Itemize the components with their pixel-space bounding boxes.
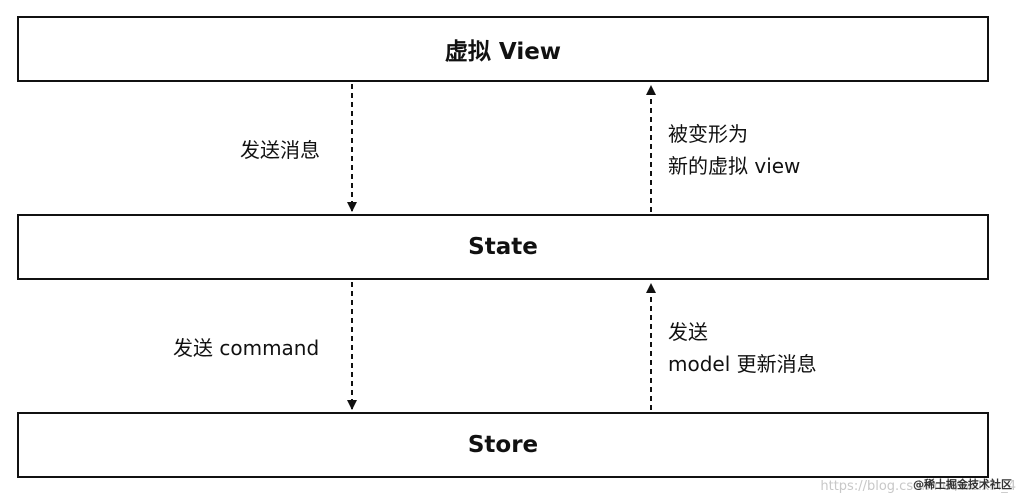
virtual-view-label: 虚拟 View — [444, 39, 562, 65]
label-transformed-line1: 被变形为 — [668, 122, 748, 146]
label-model-update-line2: model 更新消息 — [668, 352, 817, 376]
label-model-update-message: 发送 model 更新消息 — [668, 316, 817, 380]
label-send-message: 发送消息 — [240, 138, 320, 162]
virtual-view-box: 虚拟 View — [17, 16, 989, 82]
label-transformed-to-new-view: 被变形为 新的虚拟 view — [668, 118, 800, 182]
label-transformed-line2: 新的虚拟 view — [668, 154, 801, 178]
watermark-brand: @稀土掘金技术社区 — [913, 478, 1012, 491]
label-model-update-line1: 发送 — [668, 320, 708, 344]
state-label: State — [468, 234, 538, 260]
label-send-command: 发送 command — [173, 336, 320, 360]
state-box: State — [17, 214, 989, 280]
store-label: Store — [467, 432, 539, 458]
watermark-url: https://blog.csdn.net/weixin_4 — [820, 479, 1016, 494]
store-box: Store — [17, 412, 989, 478]
